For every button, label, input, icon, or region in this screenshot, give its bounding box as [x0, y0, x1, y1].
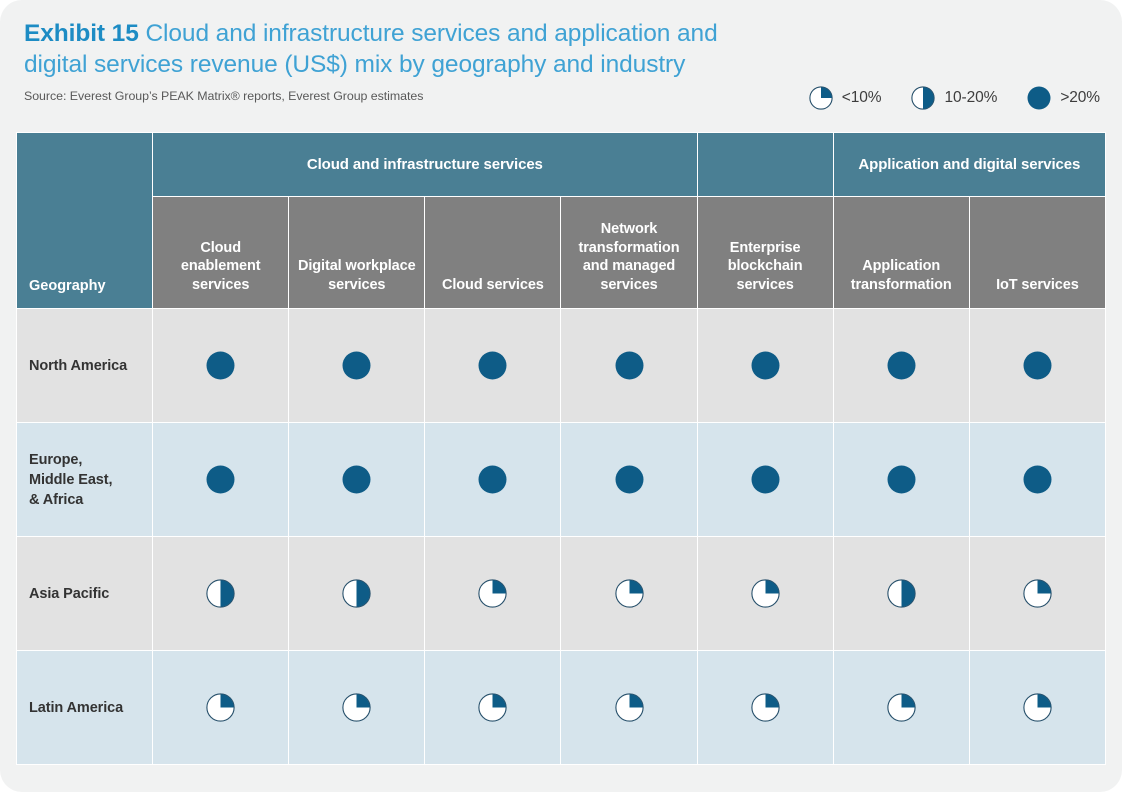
legend-item-1: 10-20% [911, 86, 997, 110]
page-title: Exhibit 15 Cloud and infrastructure serv… [24, 18, 764, 80]
column-header-2: Cloud services [424, 196, 562, 309]
quarter-pie-icon [561, 579, 696, 608]
row-label-geography: North America [15, 308, 154, 423]
matrix-cell [968, 422, 1107, 537]
exhibit-label: Exhibit 15 [24, 20, 139, 47]
full-circle-icon [425, 351, 560, 380]
matrix-cell [288, 308, 426, 423]
full-circle-icon [561, 351, 696, 380]
geography-industry-matrix: Geography Cloud and infrastructure servi… [15, 132, 1107, 765]
group-header-row: Geography Cloud and infrastructure servi… [15, 132, 1107, 309]
table-row: Latin America [15, 650, 1107, 765]
quarter-pie-icon [289, 693, 424, 722]
legend-label: >20% [1060, 89, 1100, 106]
legend-label: <10% [841, 89, 882, 106]
matrix-cell [968, 536, 1107, 651]
matrix-cell [832, 650, 970, 765]
column-header-6: IoT services [968, 196, 1107, 309]
full-circle-icon [153, 351, 288, 380]
full-circle-icon [425, 465, 560, 494]
matrix-cell [424, 308, 562, 423]
full-circle-icon [834, 351, 969, 380]
legend-label: 10-20% [944, 89, 998, 106]
matrix-cell [424, 422, 562, 537]
header-area: Exhibit 15 Cloud and infrastructure serv… [24, 18, 1098, 103]
legend: <10% 10-20% >20% [809, 86, 1100, 110]
full-circle-icon [561, 465, 696, 494]
matrix-cell [424, 536, 562, 651]
matrix-cell [832, 422, 970, 537]
full-circle-icon [970, 351, 1105, 380]
column-header-4: Enterprise blockchain services [696, 196, 834, 309]
half-pie-icon [834, 579, 969, 608]
table-row: North America [15, 308, 1107, 423]
legend-item-2: >20% [1027, 86, 1100, 110]
matrix-cell [152, 308, 290, 423]
quarter-pie-icon [970, 579, 1105, 608]
column-header-3: Network transformation and managed servi… [560, 196, 698, 309]
matrix-cell [696, 422, 834, 537]
matrix-cell [968, 308, 1107, 423]
column-header-1: Digital workplace services [288, 196, 426, 309]
full-circle-icon [698, 465, 833, 494]
row-label-geography: Europe,Middle East,& Africa [15, 422, 154, 537]
quarter-pie-icon [834, 693, 969, 722]
quarter-pie-icon [561, 693, 696, 722]
matrix-cell [832, 308, 970, 423]
matrix-cell [288, 650, 426, 765]
full-circle-icon [834, 465, 969, 494]
row-label-geography: Latin America [15, 650, 154, 765]
matrix-cell [560, 308, 698, 423]
matrix-cell [152, 422, 290, 537]
matrix-cell [560, 422, 698, 537]
source-note: Source: Everest Group’s PEAK Matrix® rep… [24, 89, 424, 103]
table-row: Asia Pacific [15, 536, 1107, 651]
row-label-geography: Asia Pacific [15, 536, 154, 651]
quarter-pie-icon [153, 693, 288, 722]
quarter-pie-icon [698, 693, 833, 722]
full-circle-icon [289, 351, 424, 380]
matrix-cell [696, 650, 834, 765]
full-circle-icon [698, 351, 833, 380]
matrix-cell [560, 536, 698, 651]
matrix-cell [832, 536, 970, 651]
half-pie-icon [153, 579, 288, 608]
column-header-5: Application transformation [832, 196, 970, 309]
full-circle-icon [153, 465, 288, 494]
table-head: Geography Cloud and infrastructure servi… [15, 132, 1107, 309]
quarter-pie-icon [698, 579, 833, 608]
geography-header: Geography [15, 132, 154, 309]
matrix-cell [288, 422, 426, 537]
matrix-cell [696, 536, 834, 651]
matrix-cell [560, 650, 698, 765]
half-pie-icon [289, 579, 424, 608]
matrix-cell [696, 308, 834, 423]
matrix-cell [968, 650, 1107, 765]
matrix-cell [288, 536, 426, 651]
half-pie-icon [911, 86, 936, 110]
quarter-pie-icon [809, 86, 833, 110]
quarter-pie-icon [425, 693, 560, 722]
matrix-cell [152, 650, 290, 765]
group-header-0: Cloud and infrastructure services [152, 132, 698, 197]
quarter-pie-icon [425, 579, 560, 608]
title-text: Cloud and infrastructure services and ap… [24, 20, 718, 78]
group-header-empty [696, 132, 834, 197]
full-circle-icon [289, 465, 424, 494]
full-circle-icon [1027, 86, 1051, 110]
matrix-cell [424, 650, 562, 765]
quarter-pie-icon [970, 693, 1105, 722]
full-circle-icon [970, 465, 1105, 494]
table-row: Europe,Middle East,& Africa [15, 422, 1107, 537]
column-header-0: Cloud enablement services [152, 196, 290, 309]
matrix-cell [152, 536, 290, 651]
group-header-2: Application and digital services [832, 132, 1107, 197]
legend-item-0: <10% [809, 86, 882, 110]
